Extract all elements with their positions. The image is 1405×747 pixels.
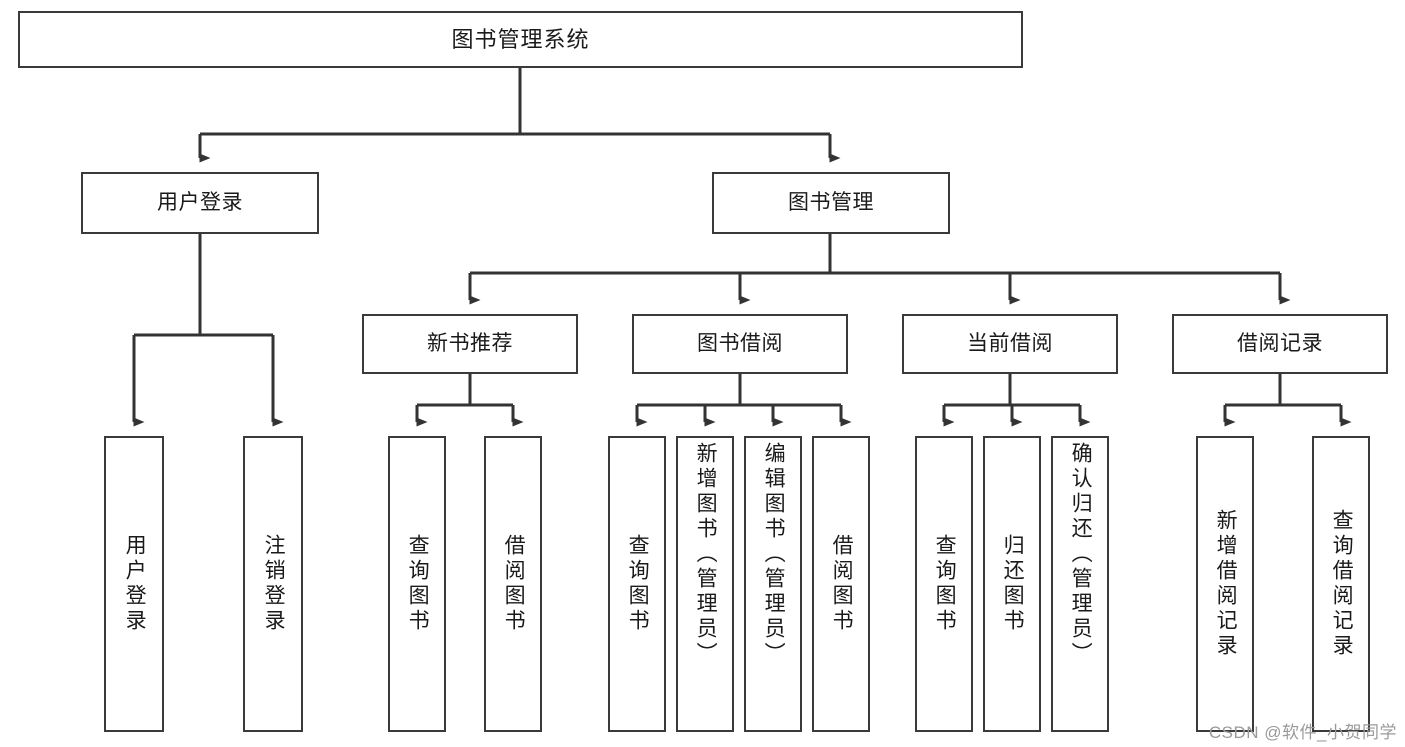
leaf-query-book-current[interactable]: 查询图书 (915, 436, 973, 732)
node-label: 新增借阅记录 (1214, 509, 1238, 659)
leaf-query-book-recommend[interactable]: 查询图书 (388, 436, 446, 732)
node-label: 查询借阅记录 (1330, 509, 1354, 659)
node-label: 借阅图书 (830, 534, 854, 634)
node-current-borrow[interactable]: 当前借阅 (902, 314, 1118, 374)
leaf-borrow-book[interactable]: 借阅图书 (812, 436, 870, 732)
node-new-book-recommend[interactable]: 新书推荐 (362, 314, 578, 374)
leaf-borrow-book-recommend[interactable]: 借阅图书 (484, 436, 542, 732)
leaf-confirm-return-admin[interactable]: 确认归还（管理员） (1051, 436, 1109, 732)
node-label: 新增图书（管理员） (694, 442, 718, 667)
node-label: 图书管理 (788, 190, 874, 214)
leaf-logout[interactable]: 注销登录 (243, 436, 303, 732)
leaf-query-borrow-record[interactable]: 查询借阅记录 (1312, 436, 1370, 732)
leaf-return-book[interactable]: 归还图书 (983, 436, 1041, 732)
node-label: 查询图书 (626, 534, 650, 634)
node-label: 新书推荐 (427, 331, 513, 355)
csdn-watermark: CSDN @软件_小贺同学 (1208, 723, 1397, 742)
node-root-system[interactable]: 图书管理系统 (18, 11, 1023, 68)
node-label: 注销登录 (262, 534, 286, 634)
leaf-add-book-admin[interactable]: 新增图书（管理员） (676, 436, 734, 732)
node-book-management[interactable]: 图书管理 (712, 172, 950, 234)
leaf-user-login[interactable]: 用户登录 (104, 436, 164, 732)
node-label: 查询图书 (933, 534, 957, 634)
node-label: 查询图书 (406, 534, 430, 634)
node-label: 当前借阅 (967, 331, 1053, 355)
node-label: 用户登录 (157, 190, 243, 214)
node-label: 图书管理系统 (451, 26, 590, 52)
node-label: 归还图书 (1001, 534, 1025, 634)
node-label: 确认归还（管理员） (1069, 442, 1093, 667)
node-user-login[interactable]: 用户登录 (81, 172, 319, 234)
leaf-query-book-borrow[interactable]: 查询图书 (608, 436, 666, 732)
node-label: 用户登录 (123, 534, 147, 634)
node-label: 借阅记录 (1237, 331, 1323, 355)
node-book-borrow[interactable]: 图书借阅 (632, 314, 848, 374)
node-borrow-records[interactable]: 借阅记录 (1172, 314, 1388, 374)
node-label: 编辑图书（管理员） (762, 442, 786, 667)
leaf-edit-book-admin[interactable]: 编辑图书（管理员） (744, 436, 802, 732)
leaf-add-borrow-record[interactable]: 新增借阅记录 (1196, 436, 1254, 732)
node-label: 借阅图书 (502, 534, 526, 634)
node-label: 图书借阅 (697, 331, 783, 355)
